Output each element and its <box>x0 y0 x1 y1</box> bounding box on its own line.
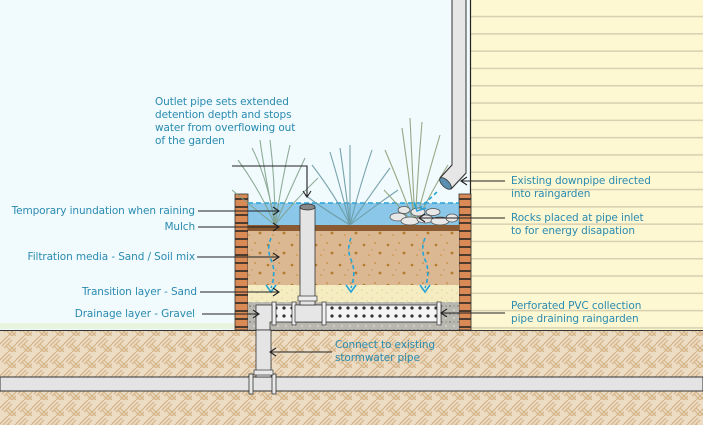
label-outlet-pipe: Outlet pipe sets extended detention dept… <box>155 96 296 147</box>
brick-wall-right <box>458 193 472 331</box>
perforated-pvc-pipe <box>255 301 442 331</box>
label-transition-layer: Transition layer - Sand <box>81 286 197 298</box>
mulch-layer <box>248 225 459 231</box>
downward-water-flow-icon <box>265 191 438 294</box>
label-downpipe: Existing downpipe directed into raingard… <box>511 175 651 200</box>
label-drainage-layer: Drainage layer - Gravel <box>74 308 195 320</box>
existing-stormwater-pipe <box>0 373 703 395</box>
label-temporary-inundation: Temporary inundation when raining <box>11 205 196 217</box>
label-mulch: Mulch <box>164 221 195 233</box>
label-filtration-media: Filtration media - Sand / Soil mix <box>27 251 196 263</box>
outlet-riser-pipe <box>297 203 318 306</box>
label-connect-stormwater: Connect to existing stormwater pipe <box>335 339 435 364</box>
label-perforated-pipe: Perforated PVC collection pipe draining … <box>511 300 642 325</box>
leader-lines <box>197 165 505 357</box>
connector-pipe <box>253 329 274 378</box>
house-siding <box>470 0 703 330</box>
label-rocks: Rocks placed at pipe inlet to for energy… <box>511 212 644 237</box>
brick-wall-left <box>234 193 249 331</box>
downpipe <box>439 0 467 190</box>
filtration-media-layer <box>248 231 459 285</box>
